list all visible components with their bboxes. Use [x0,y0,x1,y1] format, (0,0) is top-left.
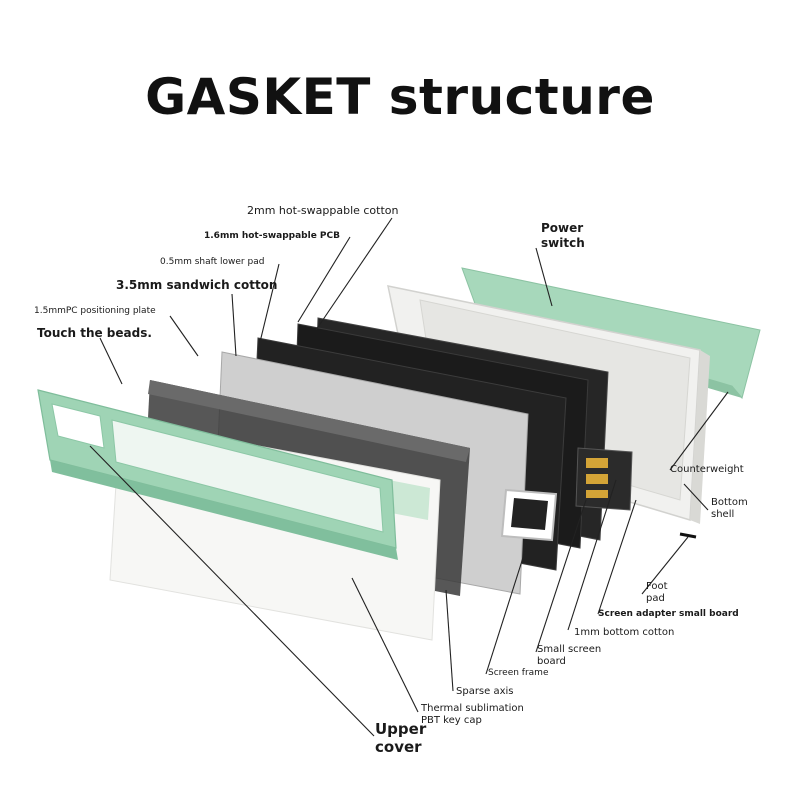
label-power-switch-line2: switch [541,236,585,250]
leader-lines [89,217,729,737]
label-small-screen-line1: Small screen [537,644,602,655]
label-sparse-axis: Sparse axis [456,686,514,697]
label-bottom-shell-line1: Bottom [711,497,748,508]
label-power-switch-line1: Power [541,221,584,235]
label-hot-swap-pcb: 1.6mm hot-swappable PCB [204,231,340,241]
label-keycap-line2: PBT key cap [421,715,482,726]
label-bottom-shell-line2: shell [711,509,735,520]
label-shaft-lower-pad: 0.5mm shaft lower pad [160,257,265,267]
label-upper-cover-line2: cover [375,738,422,756]
page-title: GASKET structure [145,68,655,126]
upper-cover [37,389,398,560]
label-foot-pad-line1: Foot [646,581,668,592]
label-screen-adapter: Screen adapter small board [598,609,739,619]
label-small-screen-line2: board [537,656,566,667]
label-counterweight: Counterweight [670,464,744,475]
label-sandwich-cotton: 3.5mm sandwich cotton [116,278,278,292]
screen-frame [500,488,558,542]
foot-pad [679,532,697,539]
label-foot-pad-line2: pad [646,593,665,604]
label-bottom-cotton: 1mm bottom cotton [574,627,675,638]
label-upper-cover-line1: Upper [375,720,427,738]
label-positioning-plate: 1.5mmPC positioning plate [34,306,156,316]
label-hot-swap-cotton: 2mm hot-swappable cotton [247,204,399,217]
label-touch-beads: Touch the beads. [37,326,152,340]
screen-adapter-board [575,447,633,511]
label-screen-frame: Screen frame [488,668,549,678]
label-keycap-line1: Thermal sublimation [421,703,524,714]
